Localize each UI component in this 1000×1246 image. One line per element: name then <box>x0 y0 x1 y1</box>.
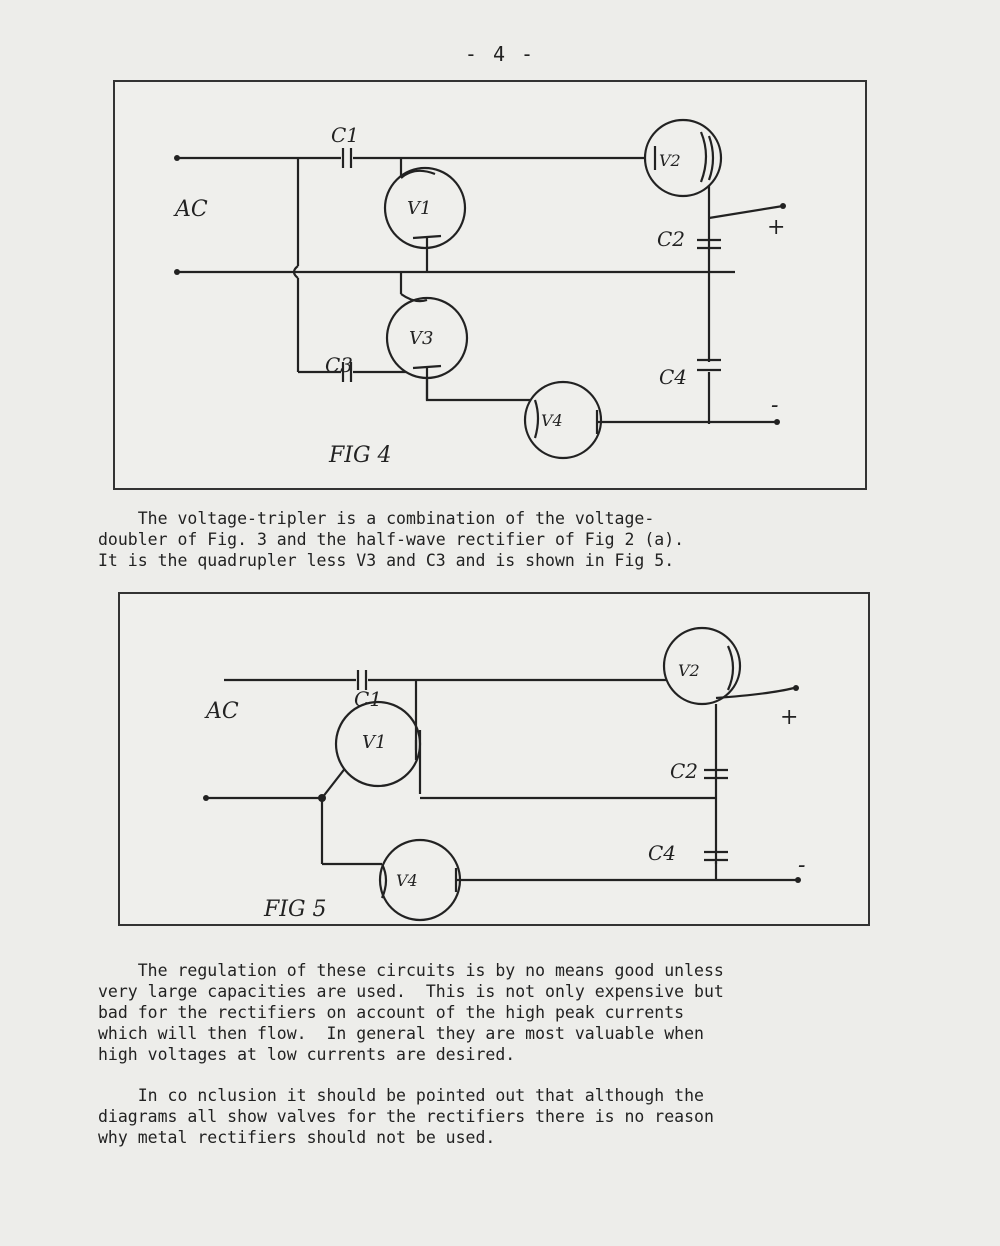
fig4-plus-label: + <box>767 215 785 240</box>
fig5-plus-label: + <box>780 705 798 730</box>
fig5-caption: FIG 5 <box>263 897 327 922</box>
figure-5-schematic: AC C1 V1 V2 C2 C4 V4 + - FIG 5 <box>118 592 870 926</box>
v4-tube <box>378 838 462 922</box>
paragraph-voltage-tripler: The voltage-tripler is a combination of … <box>98 509 685 570</box>
fig4-v2-label: V2 <box>659 151 681 170</box>
fig5-minus-label: - <box>798 853 805 878</box>
fig5-c2-label: C2 <box>670 759 698 783</box>
v1-tube <box>383 166 467 250</box>
fig4-c3-label: C3 <box>325 353 353 377</box>
plus-terminal <box>780 203 786 209</box>
fig5-v4-label: V4 <box>396 871 418 890</box>
v2-tube <box>662 626 742 706</box>
paragraph-conclusion: In co nclusion it should be pointed out … <box>98 1086 714 1147</box>
figure-4-schematic: AC C1 V1 V3 C3 V2 C2 C4 V4 + - FIG 4 <box>113 80 867 490</box>
page-number: - 4 - <box>464 42 536 66</box>
fig5-circuit-diagram: AC C1 V1 V2 C2 C4 V4 + - FIG 5 <box>203 626 805 922</box>
v2-tube <box>643 118 723 198</box>
fig5-c4-label: C4 <box>648 841 676 865</box>
fig4-v1-label: V1 <box>407 198 431 219</box>
fig4-c4-label: C4 <box>659 365 687 389</box>
fig4-caption: FIG 4 <box>328 443 392 468</box>
fig4-circuit-diagram: AC C1 V1 V3 C3 V2 C2 C4 V4 + - FIG 4 <box>173 118 786 468</box>
fig4-minus-label: - <box>771 393 778 418</box>
v4-tube <box>523 380 603 460</box>
minus-terminal <box>774 419 780 425</box>
fig4-c1-label: C1 <box>331 123 359 147</box>
fig5-v1-label: V1 <box>362 732 386 753</box>
fig4-v4-label: V4 <box>541 411 563 430</box>
fig4-ac-label: AC <box>173 197 208 222</box>
plus-terminal <box>793 685 799 691</box>
minus-terminal <box>795 877 801 883</box>
paragraph-regulation: The regulation of these circuits is by n… <box>98 961 724 1064</box>
fig5-ac-label: AC <box>204 699 239 724</box>
fig5-c1-label: C1 <box>354 687 382 711</box>
fig4-c2-label: C2 <box>657 227 685 251</box>
fig4-v3-label: V3 <box>409 328 433 349</box>
fig5-v2-label: V2 <box>678 661 700 680</box>
